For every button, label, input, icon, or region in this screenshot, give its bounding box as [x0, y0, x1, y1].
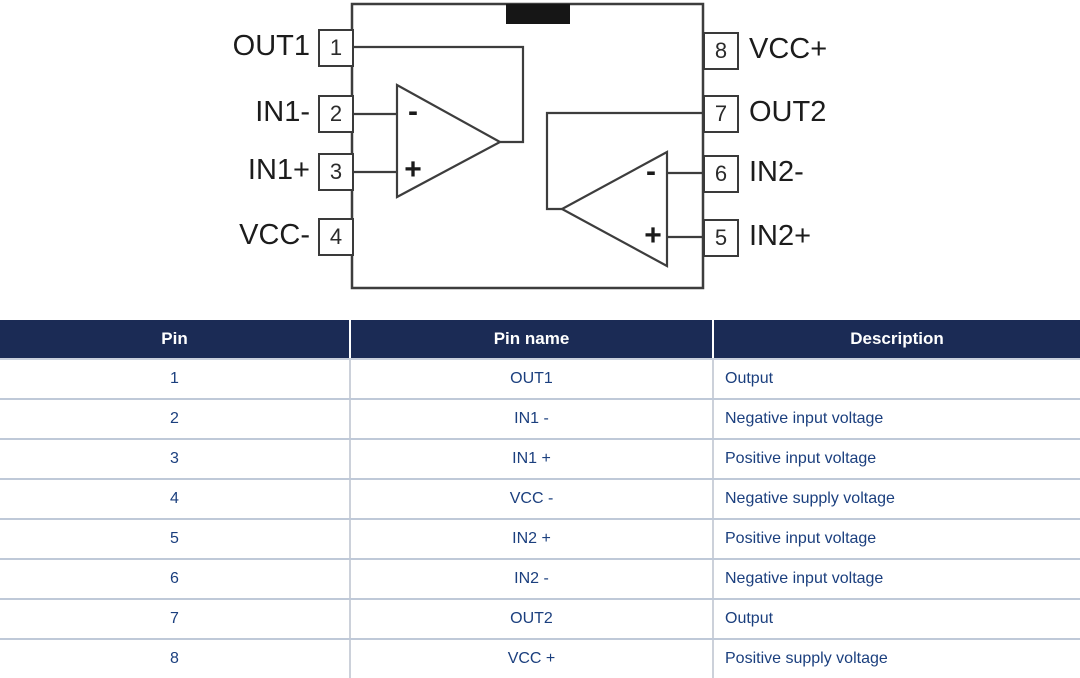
description-cell: Negative supply voltage [713, 479, 1080, 520]
pin-8-number: 8 [714, 38, 728, 63]
ic-package-drawing [350, 2, 705, 290]
header-description: Description [713, 320, 1080, 360]
table-row: 4 VCC - Negative supply voltage [0, 479, 1080, 520]
pin-name-cell: IN1 - [350, 399, 714, 440]
description-cell: Positive supply voltage [725, 650, 888, 667]
pin-cell: 2 [0, 399, 351, 440]
opamp1-plus-sign: + [404, 153, 422, 186]
pin-2-box: 2 [318, 95, 354, 133]
pin-name-cell: OUT1 [350, 359, 714, 400]
table-header-row: Pin Pin name Description [0, 320, 1080, 360]
pin-8-label: VCC+ [749, 33, 828, 65]
pin-5-label: IN2+ [749, 220, 812, 252]
pin-cell: 5 [0, 519, 351, 560]
pin-description-table: Pin Pin name Description 1 OUT1 Output 2… [0, 320, 1080, 678]
pin-4-number: 4 [329, 224, 343, 249]
pin-name-cell: OUT2 [350, 599, 714, 640]
opamp1-minus-sign: - [408, 95, 418, 128]
pin-2-number: 2 [329, 101, 343, 126]
table-row: 7 OUT2 Output [0, 599, 1080, 640]
description-cell: Output [713, 599, 1080, 640]
opamp2-plus-sign: + [644, 219, 662, 252]
pin-5-box: 5 [703, 219, 739, 257]
pin-name-cell: IN1 + [350, 439, 714, 480]
pin-name-cell: VCC + [350, 639, 714, 678]
table-row: 1 OUT1 Output [0, 359, 1080, 400]
table-row: 5 IN2 + Positive input voltage [0, 519, 1080, 560]
header-pin: Pin [0, 320, 351, 360]
pin-1-box: 1 [318, 29, 354, 67]
opamp2-minus-sign: - [646, 155, 656, 188]
description-cell: Output [713, 359, 1080, 400]
table-row: 2 IN1 - Negative input voltage [0, 399, 1080, 440]
table-row: 6 IN2 - Negative input voltage [0, 559, 1080, 600]
pin-6-box: 6 [703, 155, 739, 193]
pin-cell: 7 [0, 599, 351, 640]
pin-2-label: IN1- [255, 96, 310, 128]
pin-7-number: 7 [714, 101, 728, 126]
pin-1-number: 1 [329, 35, 343, 60]
pin-name-cell: VCC - [350, 479, 714, 520]
pin-3-number: 3 [329, 159, 343, 184]
ic-pinout-diagram: 1 2 3 4 8 7 6 5 OUT1 IN1- IN1+ VCC- VCC+… [0, 0, 1080, 318]
opamp2-output-trace [545, 111, 703, 211]
opamp1-output-trace [352, 45, 525, 144]
pin-cell: 1 [0, 359, 351, 400]
pin-cell: 8 [0, 639, 351, 678]
description-cell: Positive input voltage [713, 519, 1080, 560]
description-cell: Negative input voltage [713, 399, 1080, 440]
pin-3-label: IN1+ [247, 154, 310, 186]
pin-cell: 3 [0, 439, 351, 480]
pin-7-label: OUT2 [749, 96, 827, 128]
pin-5-number: 5 [714, 225, 728, 250]
pin-4-box: 4 [318, 218, 354, 256]
opamp2-triangle [559, 150, 669, 268]
description-cell: Positive input voltage [713, 439, 1080, 480]
pin-4-label: VCC- [239, 219, 310, 251]
pin-cell: 4 [0, 479, 351, 520]
pin-cell: 6 [0, 559, 351, 600]
opamp1-triangle [395, 83, 503, 199]
ic-notch [506, 4, 570, 24]
pin-7-box: 7 [703, 95, 739, 133]
pin-name-cell: IN2 - [350, 559, 714, 600]
pin-1-label: OUT1 [232, 30, 310, 62]
table-row: 3 IN1 + Positive input voltage [0, 439, 1080, 480]
pin-8-box: 8 [703, 32, 739, 70]
pin-6-label: IN2- [749, 156, 804, 188]
description-cell: Negative input voltage [713, 559, 1080, 600]
header-pin-name: Pin name [350, 320, 714, 360]
pin-3-box: 3 [318, 153, 354, 191]
table-row: 8 VCC + Positive supply voltage [0, 639, 1080, 678]
pin-6-number: 6 [714, 161, 728, 186]
pin-name-cell: IN2 + [350, 519, 714, 560]
